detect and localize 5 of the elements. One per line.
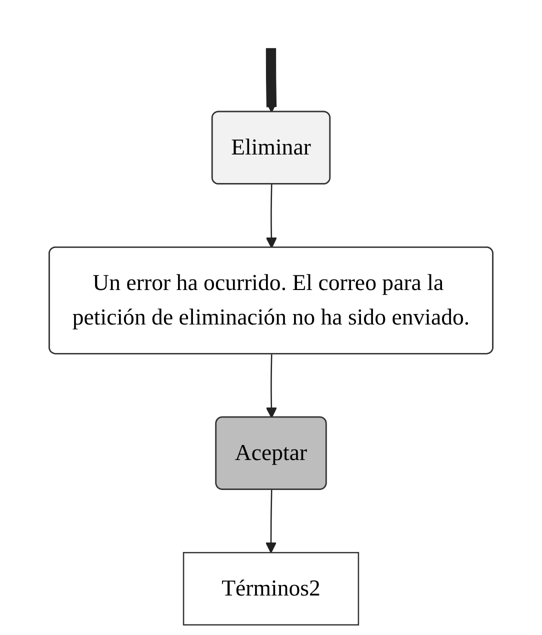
arrow: [266, 354, 277, 418]
arrow: [266, 48, 277, 113]
node-box: Términos2: [182, 552, 360, 626]
arrow: [266, 184, 277, 248]
arrow: [265, 490, 277, 554]
